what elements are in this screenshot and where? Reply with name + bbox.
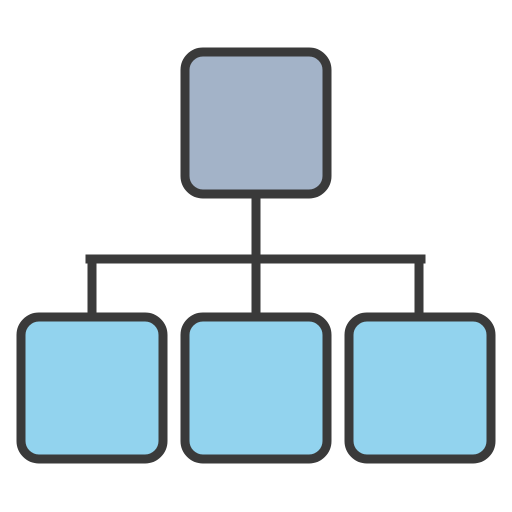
child-node-left [16,312,168,464]
child-node-right [344,312,496,464]
child-node-middle [180,312,332,464]
parent-node [180,47,332,199]
connector-lines [85,187,426,319]
